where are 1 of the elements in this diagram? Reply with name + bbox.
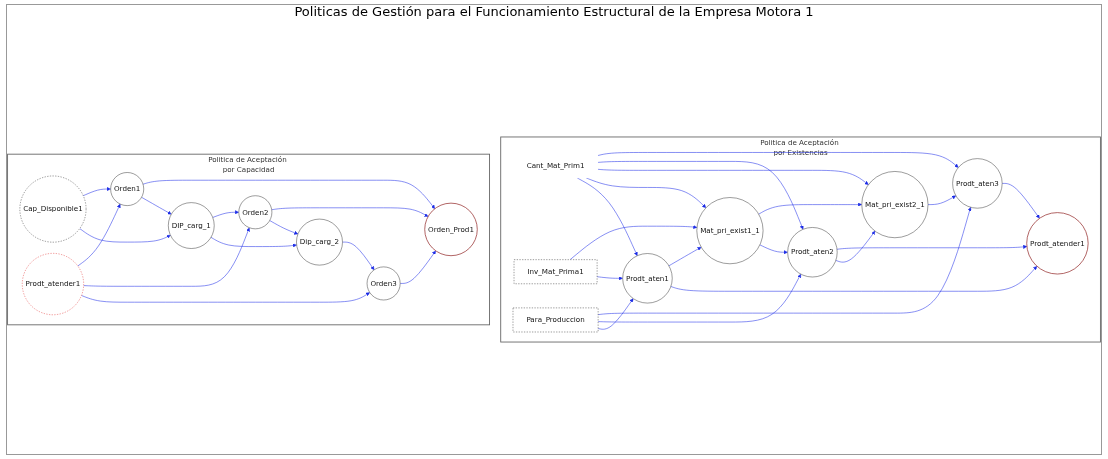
diagram-title: Politicas de Gestión para el Funcionamiento Estructural de la Empresa Motora 1 (293, 4, 815, 19)
